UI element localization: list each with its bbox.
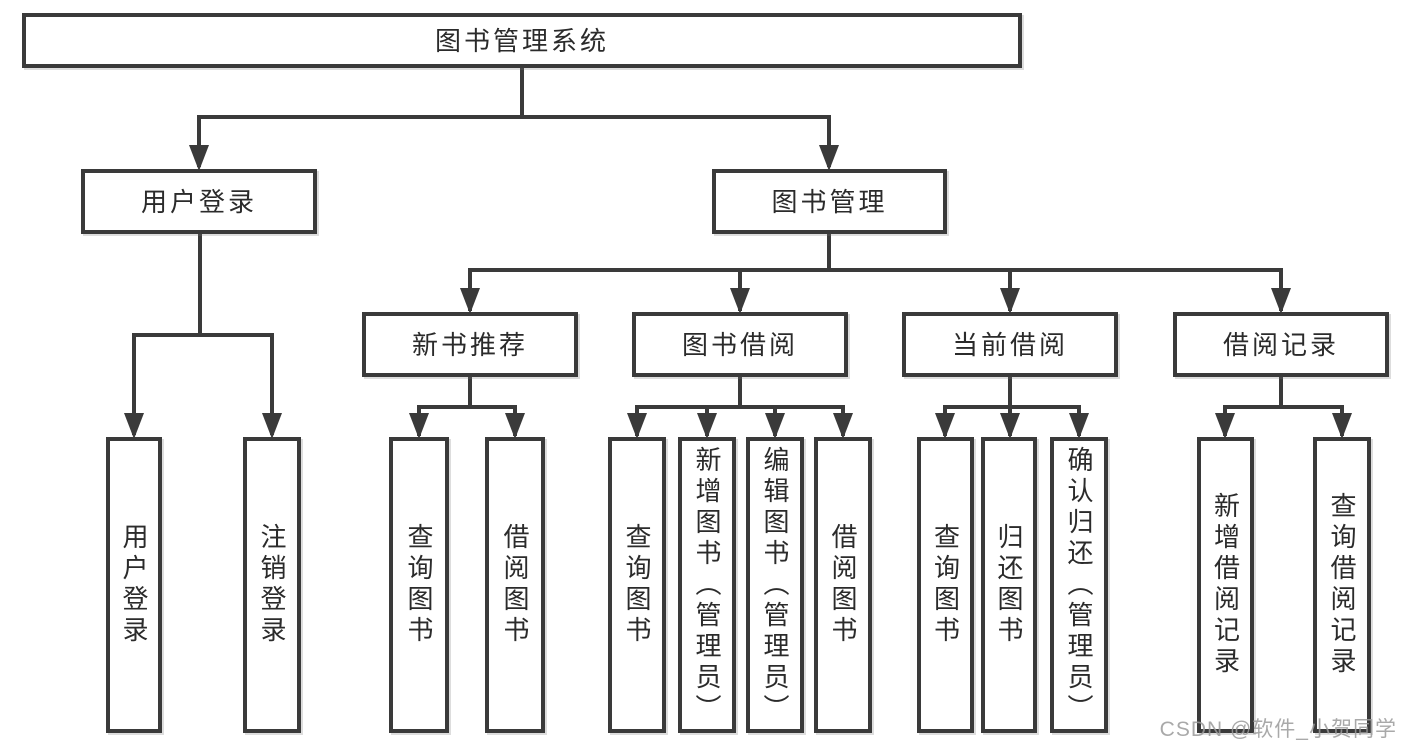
node-label: 新书推荐	[411, 329, 528, 360]
leaf-return-book: 归还图书	[981, 437, 1037, 733]
leaf-query-book-recommend: 查询图书	[389, 437, 449, 733]
node-label: 用户登录	[119, 523, 149, 647]
node-label: 编辑图书（管理员）	[760, 445, 790, 725]
leaf-query-book-borrowing: 查询图书	[608, 437, 666, 733]
leaf-query-borrow-record: 查询借阅记录	[1313, 437, 1371, 733]
leaf-edit-book-admin: 编辑图书（管理员）	[746, 437, 804, 733]
node-book-borrowing: 图书借阅	[632, 312, 848, 377]
leaf-borrow-book: 借阅图书	[814, 437, 872, 733]
leaf-logout: 注销登录	[243, 437, 301, 733]
node-label: 图书管理	[771, 186, 888, 217]
node-label: 新增借阅记录	[1210, 492, 1241, 678]
node-label: 确认归还（管理员）	[1064, 445, 1094, 725]
leaf-borrow-book-recommend: 借阅图书	[485, 437, 545, 733]
node-label: 查询借阅记录	[1327, 492, 1357, 678]
node-label: 注销登录	[257, 523, 287, 647]
node-label: 归还图书	[994, 523, 1024, 647]
node-label: 借阅图书	[500, 523, 530, 647]
leaf-confirm-return-admin: 确认归还（管理员）	[1050, 437, 1108, 733]
node-borrowing-records: 借阅记录	[1173, 312, 1389, 377]
node-library-system-root: 图书管理系统	[22, 13, 1022, 68]
node-book-management: 图书管理	[712, 169, 947, 234]
node-label: 新增图书（管理员）	[692, 445, 722, 725]
node-current-borrowing: 当前借阅	[902, 312, 1118, 377]
node-label: 图书借阅	[681, 329, 798, 360]
node-label: 图书管理系统	[434, 25, 609, 56]
leaf-user-login: 用户登录	[106, 437, 162, 733]
leaf-query-book-current: 查询图书	[917, 437, 974, 733]
node-label: 查询图书	[404, 523, 434, 647]
leaf-add-borrow-record: 新增借阅记录	[1197, 437, 1254, 733]
node-label: 用户登录	[140, 186, 257, 217]
node-new-book-recommend: 新书推荐	[362, 312, 578, 377]
node-user-login: 用户登录	[81, 169, 317, 234]
node-label: 借阅图书	[828, 523, 858, 647]
node-label: 查询图书	[622, 523, 652, 647]
arrowheads	[124, 145, 1352, 439]
node-label: 查询图书	[930, 523, 961, 647]
node-label: 借阅记录	[1222, 329, 1339, 360]
leaf-add-book-admin: 新增图书（管理员）	[678, 437, 736, 733]
node-label: 当前借阅	[951, 329, 1068, 360]
csdn-watermark: CSDN @软件_小贺同学	[1159, 718, 1397, 741]
